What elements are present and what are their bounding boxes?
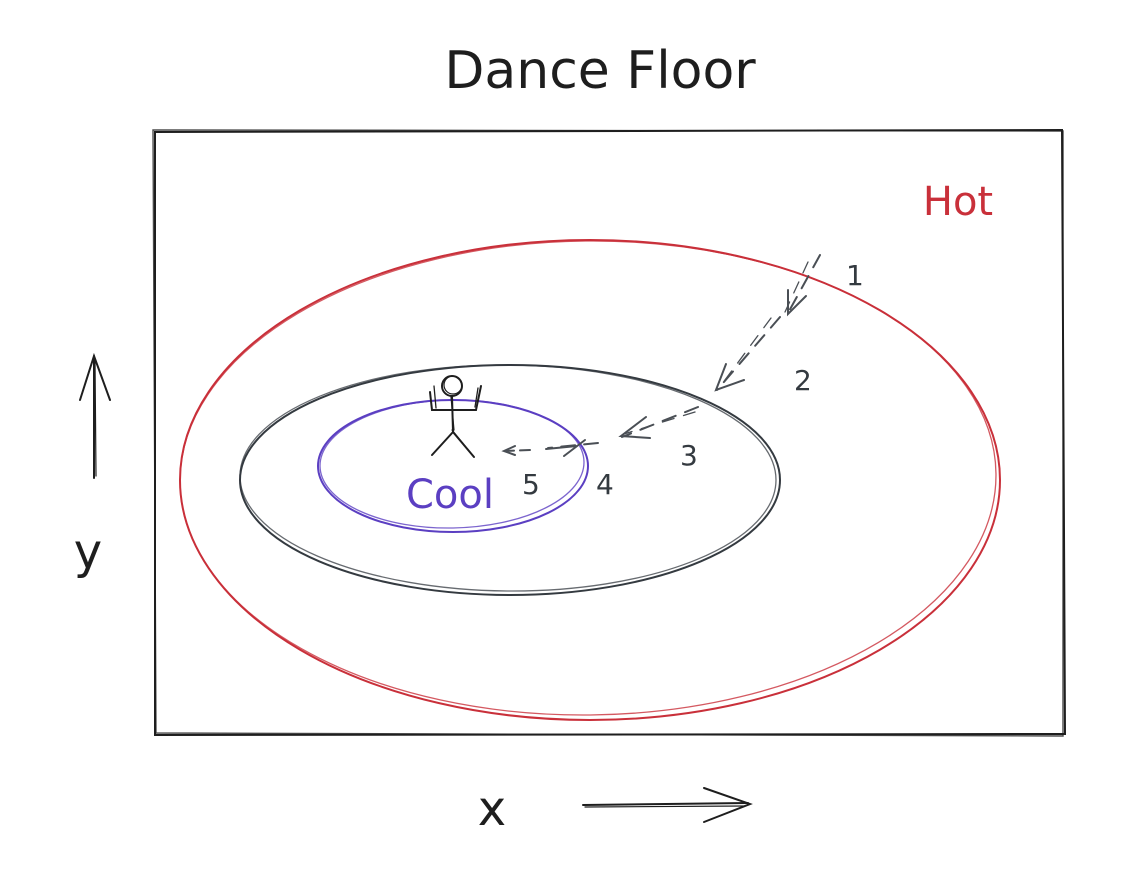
hot-zone-ellipse [179,239,1001,721]
step-labels: 1 2 3 4 5 [522,259,864,501]
dance-floor-boundary [152,128,1067,737]
cool-label: Cool [406,472,494,518]
step-3-label: 3 [680,439,698,472]
x-axis-arrow [582,787,753,823]
hot-label: Hot [923,179,993,225]
y-axis-arrow [79,352,111,479]
path-arrows [501,254,821,457]
step-2-label: 2 [794,364,812,397]
x-axis-label: x [478,781,506,837]
step-1-label: 1 [846,259,864,292]
diagram-title: Dance Floor [444,41,756,101]
step-5-label: 5 [522,468,540,501]
y-axis-label: y [74,524,102,580]
stick-figure-icon [429,375,482,458]
middle-zone-ellipse [239,364,781,596]
step-4-label: 4 [596,468,614,501]
